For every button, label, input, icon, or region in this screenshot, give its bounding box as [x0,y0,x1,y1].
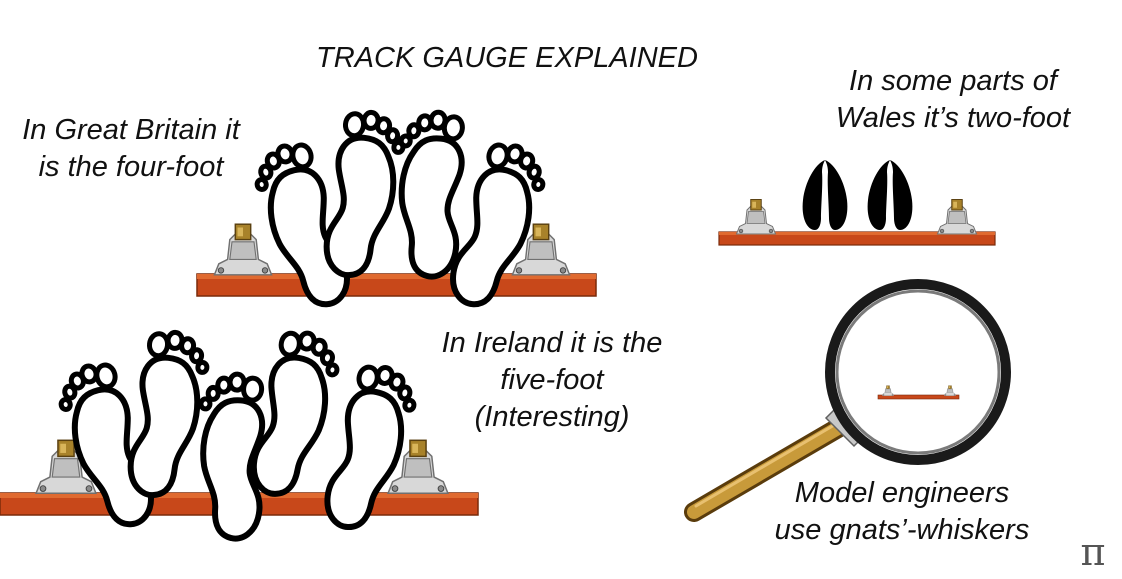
rail-chair-icon [213,223,273,276]
rail-chair-icon [736,199,776,235]
magnifying-glass-icon [684,279,1011,522]
wales-caption: In some parts of Wales it’s two-foot [835,65,1071,134]
great-britain-caption: In Great Britain it is the four-foot [22,114,240,183]
wales-track [718,160,996,246]
gb-track [196,109,597,314]
page-title: TRACK GAUGE EXPLAINED [316,42,698,74]
model-caption: Model engineers use gnats’-whiskers [774,477,1030,546]
right-foot-icon [128,329,211,499]
hoof-icon [802,160,848,230]
rail-chair-icon [937,199,977,235]
pi-signature-icon: π [1080,530,1106,574]
ireland-caption: In Ireland it is the five-foot (Interest… [441,327,663,433]
right-foot-icon [324,109,407,279]
hoof-icon [867,160,913,230]
ireland-track [0,328,479,540]
model-track [877,385,960,400]
